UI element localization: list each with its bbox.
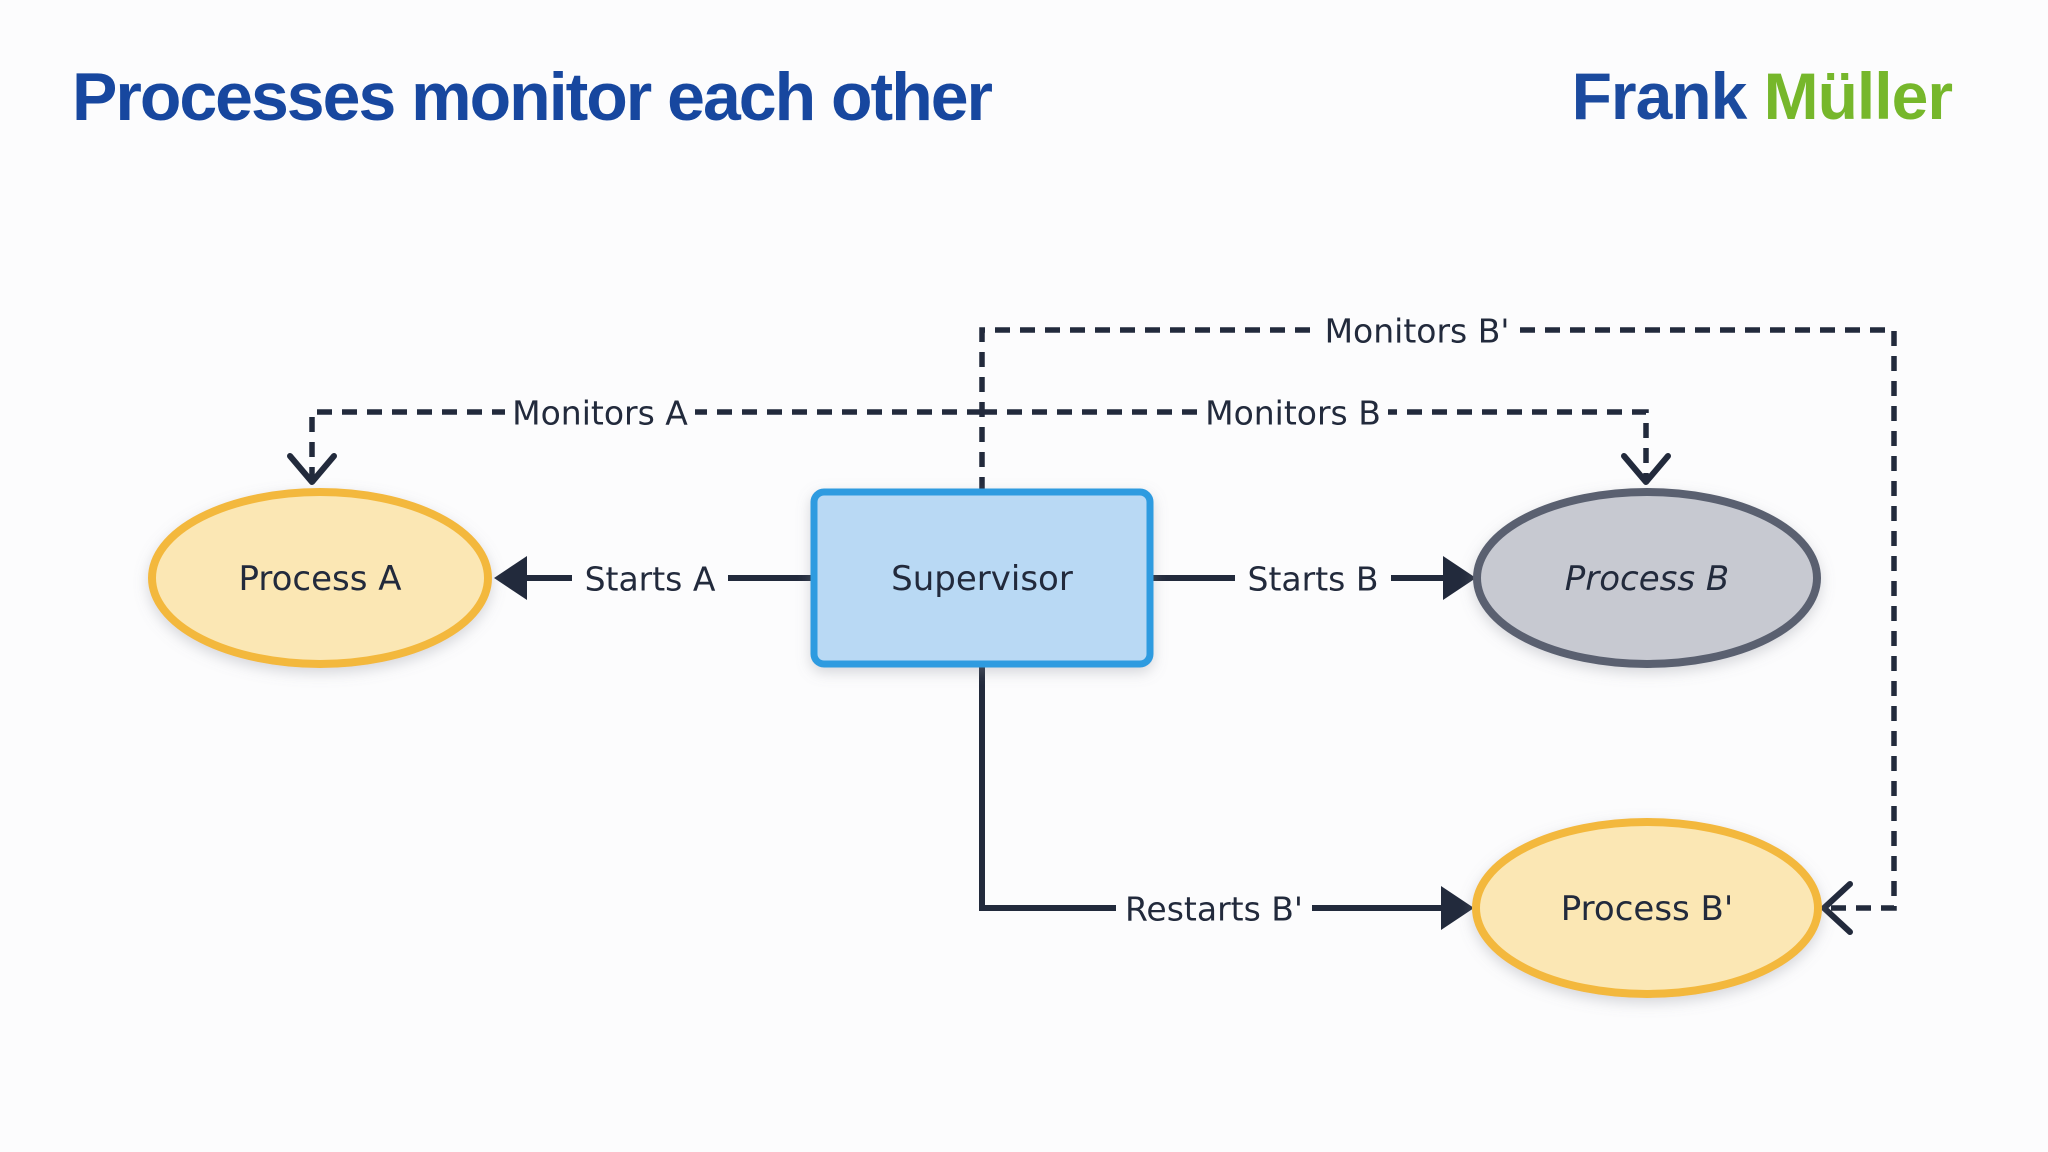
process-b-prime-label: Process B'	[1561, 889, 1733, 929]
restarts-b-prime-line	[979, 664, 1444, 911]
monitors-b-label: Monitors B	[1205, 394, 1381, 433]
logo: Frank Müller	[1571, 58, 1953, 134]
restarts-b-prime-label-bg	[1116, 886, 1312, 930]
monitors-b-prime-label: Monitors B'	[1325, 312, 1510, 351]
monitors-b-prime-arrowhead	[1821, 881, 1853, 935]
monitors-b-arrowhead	[1621, 453, 1671, 485]
logo-first-name: Frank	[1571, 59, 1748, 133]
starts-b-arrowhead	[1443, 556, 1476, 600]
slide-title: Processes monitor each other	[72, 59, 993, 135]
edge-label-monitors-b: Monitors B	[1198, 390, 1388, 434]
starts-a-arrowhead	[494, 556, 527, 600]
monitors-b-prime-label-bg	[1318, 308, 1516, 352]
process-a-label: Process A	[238, 559, 401, 599]
process-b-prime-ellipse	[1472, 818, 1822, 998]
monitors-b-label-bg	[1198, 390, 1388, 434]
node-process-b-prime: Process B'	[1472, 818, 1822, 998]
edge-label-starts-b: Starts B	[1235, 556, 1391, 600]
process-b-label: Process B	[1565, 559, 1729, 599]
edge-monitors-b-prime	[979, 327, 1897, 935]
restarts-b-prime-arrowhead	[1441, 886, 1474, 930]
restarts-b-prime-label: Restarts B'	[1125, 890, 1303, 929]
edge-monitors-a	[287, 409, 982, 485]
monitors-a-arrowhead	[287, 453, 337, 485]
edge-label-starts-a: Starts A	[572, 556, 728, 600]
node-process-a: Process A	[148, 488, 492, 668]
edge-label-monitors-b-prime: Monitors B'	[1318, 308, 1516, 352]
starts-a-label: Starts A	[585, 560, 716, 599]
node-supervisor: Supervisor	[810, 488, 1154, 668]
monitors-a-line	[309, 409, 982, 478]
edge-label-monitors-a: Monitors A	[505, 390, 695, 434]
supervisor-rect	[810, 488, 1154, 668]
starts-b-label-bg	[1235, 556, 1391, 600]
monitors-b-line	[982, 409, 1649, 478]
supervisor-label: Supervisor	[891, 559, 1073, 599]
starts-a-label-bg	[572, 556, 728, 600]
monitors-a-label: Monitors A	[512, 394, 688, 433]
edge-label-restarts-b-prime: Restarts B'	[1116, 886, 1312, 930]
node-process-b: Process B	[1473, 488, 1821, 668]
logo-last-name: Müller	[1763, 59, 1953, 133]
monitors-b-prime-line	[979, 327, 1897, 911]
monitors-a-label-bg	[505, 390, 695, 434]
edge-monitors-b	[982, 409, 1671, 485]
process-b-ellipse	[1473, 488, 1821, 668]
starts-b-label: Starts B	[1248, 560, 1379, 599]
process-a-ellipse	[148, 488, 492, 668]
